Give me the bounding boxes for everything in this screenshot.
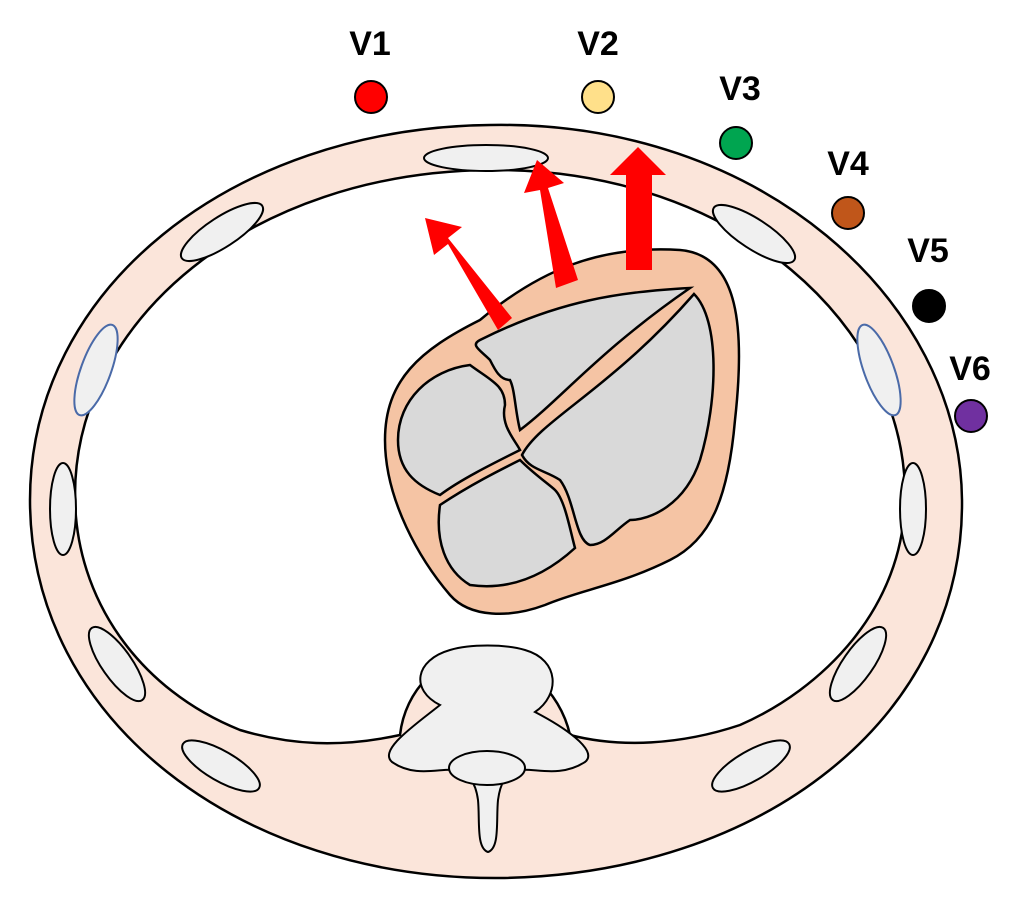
arrow: [524, 160, 578, 288]
rib: [423, 144, 549, 172]
lead-dot-v1: [354, 80, 388, 114]
lead-dot-v5: [912, 289, 946, 323]
lead-label-v1: V1: [349, 25, 391, 63]
arrow: [425, 218, 512, 330]
vertebra: [388, 644, 589, 854]
lead-label-v6: V6: [949, 350, 991, 388]
rib: [73, 323, 119, 417]
rib: [828, 625, 888, 703]
depolarization-arrows: [425, 147, 666, 330]
ribs: [49, 144, 927, 793]
lead-label-v4: V4: [827, 145, 869, 183]
lead-dot-v6: [954, 399, 988, 433]
left-ventricle: [520, 292, 715, 547]
rib: [87, 625, 147, 703]
spinal-canal: [448, 750, 526, 786]
rib: [899, 462, 927, 556]
rib: [711, 203, 797, 265]
lead-label-v5: V5: [907, 232, 949, 270]
arrow: [610, 147, 666, 270]
rib: [49, 462, 77, 556]
heart: [383, 248, 741, 615]
rib: [856, 323, 902, 417]
left-atrium: [437, 458, 577, 588]
lead-markers: V1 V2 V3 V4 V5 V6: [349, 25, 991, 433]
lead-dot-v3: [719, 126, 753, 160]
right-ventricle: [474, 286, 695, 433]
lead-label-v2: V2: [577, 25, 619, 63]
lead-dot-v2: [581, 80, 615, 114]
lead-label-v3: V3: [719, 70, 761, 108]
right-atrium: [396, 363, 522, 497]
rib: [181, 739, 261, 793]
rib: [179, 201, 265, 263]
rib: [711, 739, 791, 793]
lead-dot-v4: [831, 196, 865, 230]
